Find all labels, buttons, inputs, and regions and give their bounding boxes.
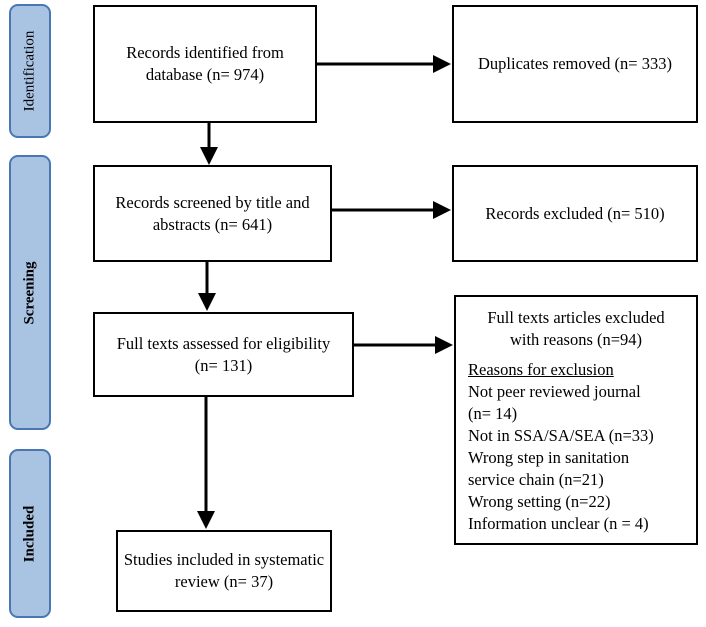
box-studies-included: Studies included in systematic review (n…	[116, 530, 332, 612]
box-fulltext-assessed: Full texts assessed for eligibility (n= …	[93, 312, 354, 397]
reason-item: Wrong setting (n=22)	[468, 492, 611, 511]
box-fulltext-excluded: Full texts articles excluded with reason…	[454, 295, 698, 545]
phase-identification: Identification	[9, 4, 51, 138]
box-records-excluded: Records excluded (n= 510)	[452, 165, 698, 262]
box-records-identified: Records identified from database (n= 974…	[93, 5, 317, 123]
reason-item: service chain (n=21)	[468, 470, 604, 489]
phase-screening: Screening	[9, 155, 51, 430]
reason-item: Not peer reviewed journal	[468, 382, 641, 401]
reason-item: Information unclear (n = 4)	[468, 514, 649, 533]
phase-included: Included	[9, 449, 51, 618]
reason-item: (n= 14)	[468, 404, 518, 423]
box-records-screened: Records screened by title and abstracts …	[93, 165, 332, 262]
exclusion-reasons-list: Reasons for exclusion Not peer reviewed …	[456, 359, 696, 535]
reasons-heading: Reasons for exclusion	[468, 360, 614, 379]
fulltext-excluded-title: Full texts articles excluded with reason…	[487, 308, 665, 349]
box-duplicates-removed: Duplicates removed (n= 333)	[452, 5, 698, 123]
reason-item: Not in SSA/SA/SEA (n=33)	[468, 426, 654, 445]
reason-item: Wrong step in sanitation	[468, 448, 630, 467]
